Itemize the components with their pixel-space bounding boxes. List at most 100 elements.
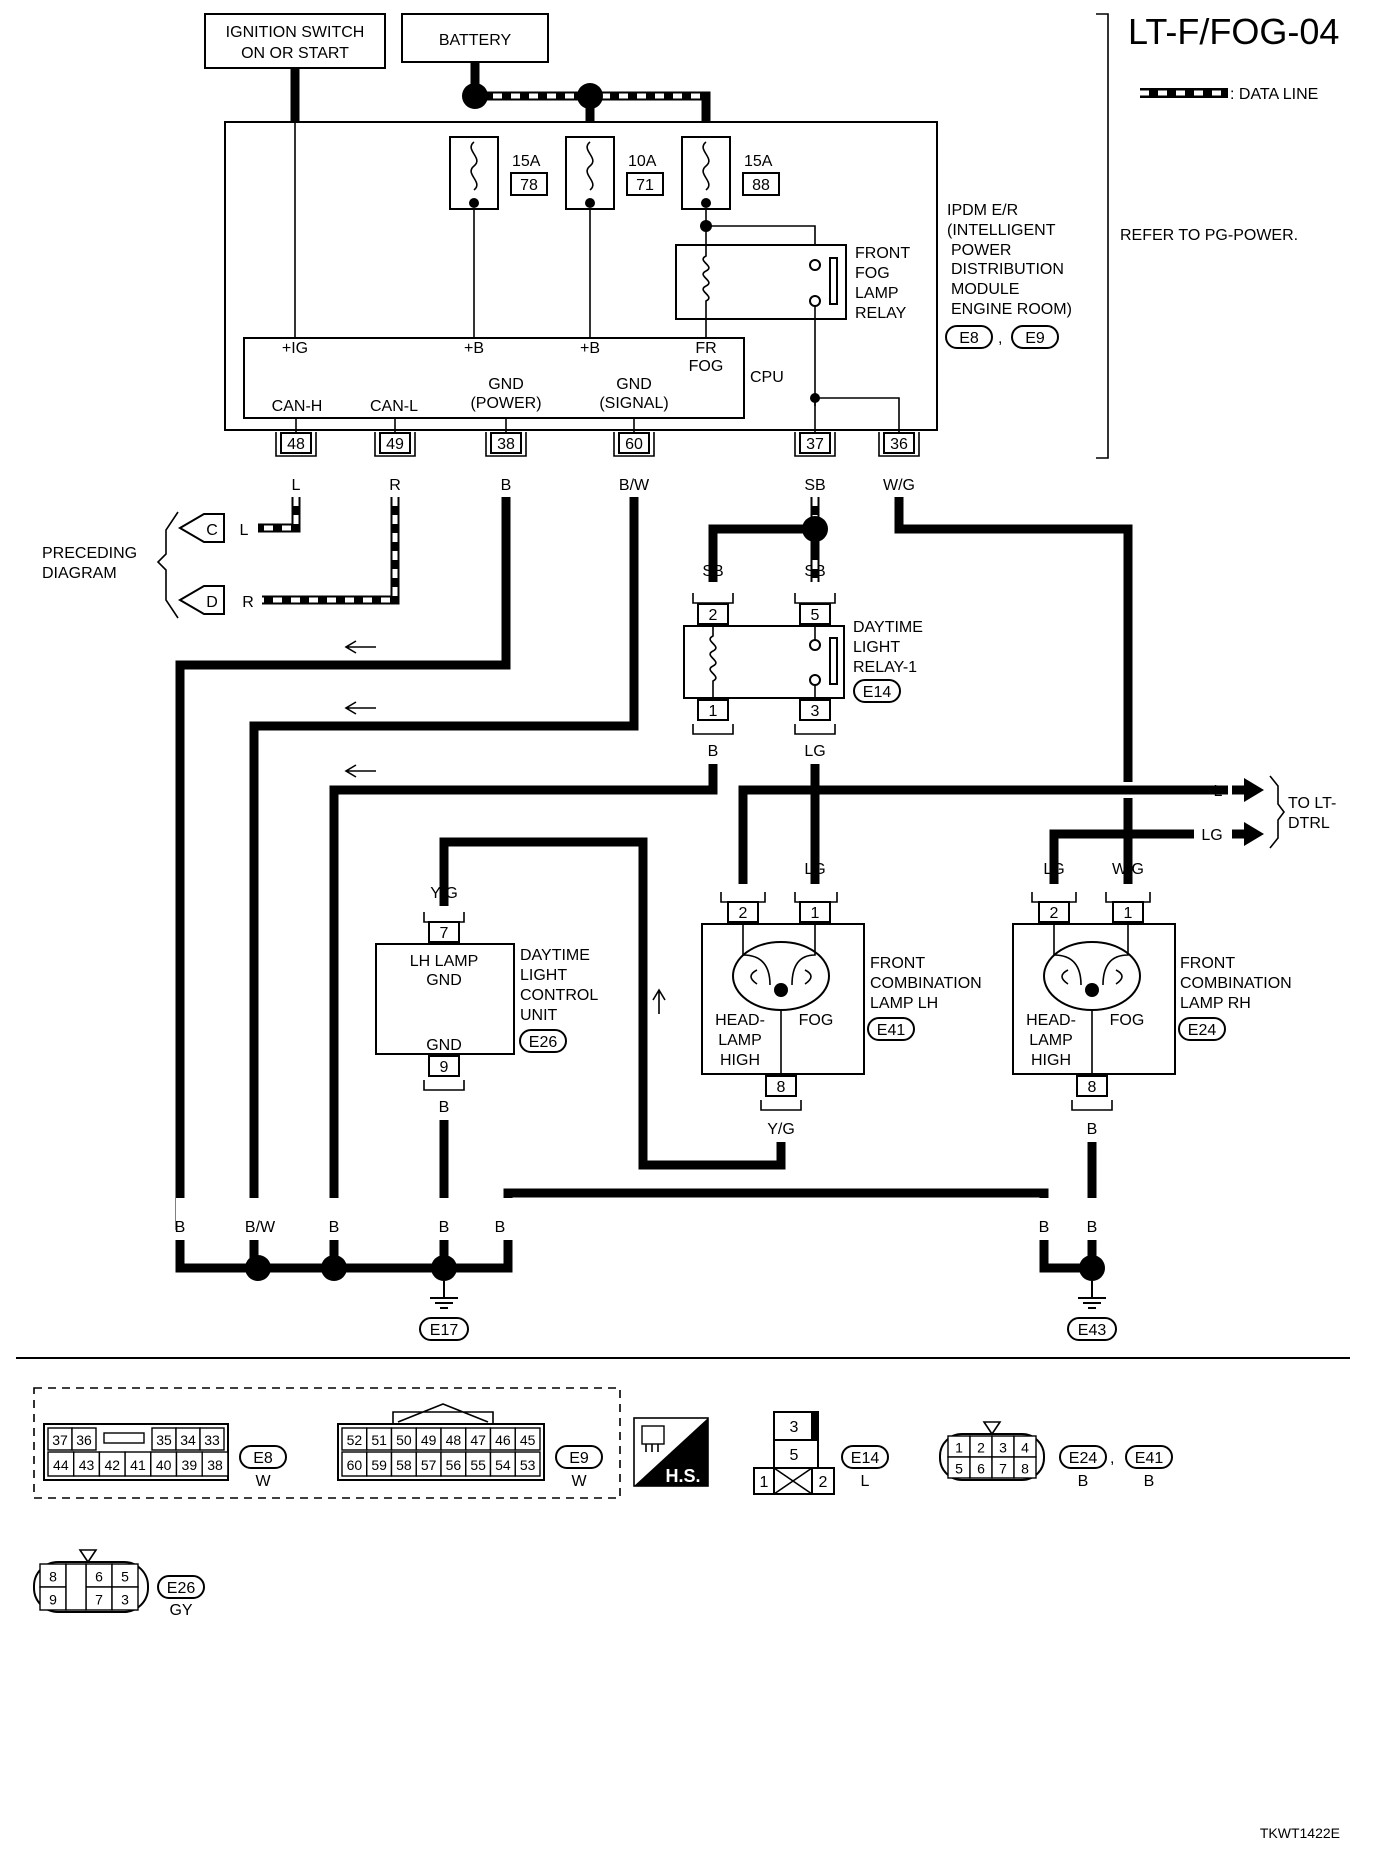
dlcu-inner-2: GND (426, 972, 462, 989)
ground-splice-1 (245, 1255, 271, 1281)
dlcu-label-3: CONTROL (520, 987, 598, 1004)
front-combination-lamp-rh: 2 1 HEAD- LAMP HIGH FOG 8 (1012, 892, 1176, 1111)
ipdm-pin-36: 36 (878, 432, 920, 457)
svg-text:1: 1 (709, 703, 718, 720)
ipdm-connector-group (33, 1387, 621, 1499)
connector-e26-color: GY (169, 1602, 192, 1619)
svg-text:3: 3 (790, 1419, 799, 1436)
svg-text:8: 8 (777, 1079, 786, 1096)
ground-e43-icon (1078, 1281, 1106, 1309)
connector-e9-pin: 59 (371, 1457, 387, 1473)
connector-e8-pin: 37 (52, 1432, 68, 1448)
lamp-lh-label-1: FRONT (870, 955, 925, 972)
wire-bw-60 (249, 497, 639, 1230)
lamp-rh-head-2: LAMP (1029, 1032, 1073, 1049)
to-lt-arrow-1 (1244, 778, 1264, 802)
wire-label-38: B (501, 477, 512, 494)
connector-e24-pin: 6 (977, 1461, 985, 1477)
fog-relay-label-4: RELAY (855, 305, 907, 322)
svg-text:37: 37 (806, 436, 824, 453)
lamp-rh-label-3: LAMP RH (1180, 995, 1251, 1012)
flow-arrow-4 (652, 988, 666, 1014)
wire-label-36: W/G (883, 477, 915, 494)
connector-e14-id: E14 (851, 1450, 880, 1467)
fog-relay-label-3: LAMP (855, 285, 899, 302)
cpu-ig: +IG (282, 340, 308, 357)
ipdm-label-3: POWER (951, 242, 1011, 259)
svg-text:1: 1 (760, 1474, 769, 1491)
wire-wg-36 (894, 497, 1133, 884)
gnd-label-b3-overlay: B (439, 1219, 450, 1236)
to-lt-lg-label: LG (1201, 827, 1222, 844)
connector-e24-color: B (1078, 1473, 1089, 1490)
data-line-legend: : DATA LINE (1140, 86, 1318, 103)
preceding-c-flag: C L (178, 513, 249, 543)
svg-text:5: 5 (811, 607, 820, 624)
wire-lg-rh (1049, 829, 1194, 884)
ground-bus-e17 (175, 1188, 1092, 1273)
connector-e9-pin: 52 (347, 1432, 363, 1448)
connector-e8-pin: 44 (53, 1457, 69, 1473)
ipdm-conn-e8: E8 (959, 330, 979, 347)
dlcu-label-4: UNIT (520, 1007, 558, 1024)
connector-e24-pin: 8 (1021, 1461, 1029, 1477)
fuse-88-amp: 15A (744, 153, 773, 170)
ignition-switch-box (204, 13, 386, 69)
lamp-lh-fog: FOG (799, 1012, 834, 1029)
ipdm-pin-60: 60 (613, 432, 655, 457)
ipdm-pin-37: 37 (794, 432, 836, 457)
lamp-rh-label-1: FRONT (1180, 955, 1235, 972)
lamp-rh-head-1: HEAD- (1026, 1012, 1076, 1029)
ipdm-label-2: (INTELLIGENT (947, 222, 1056, 239)
dtrl1-conn: E14 (863, 684, 892, 701)
connector-e8-id: E8 (253, 1450, 273, 1467)
connector-e24-id: E24 (1069, 1450, 1098, 1467)
lamp-lh-head-3: HIGH (720, 1052, 760, 1069)
dlcu-conn: E26 (529, 1034, 558, 1051)
dtrl1-label-3: RELAY-1 (853, 659, 917, 676)
data-line-legend-label: : DATA LINE (1230, 86, 1318, 103)
fuse-88: 15A 88 (681, 136, 780, 210)
dlcu-inner-gnd: GND (426, 1037, 462, 1054)
cpu-b2: +B (580, 340, 600, 357)
lamp-rh-head-3: HIGH (1031, 1052, 1071, 1069)
connector-e26-pin: 6 (95, 1569, 103, 1585)
connector-e9-pin: 58 (396, 1457, 412, 1473)
preceding-d-flag: D R (178, 585, 254, 615)
lamp-lh-label-3: LAMP LH (870, 995, 938, 1012)
ground-e43-label: E43 (1078, 1322, 1107, 1339)
fog-relay-label-1: FRONT (855, 245, 910, 262)
ignition-label-2: ON OR START (241, 45, 349, 62)
connector-e14: 3 5 1 2 (753, 1411, 835, 1495)
connector-e26-pin: 3 (121, 1592, 129, 1608)
svg-text:2: 2 (1050, 905, 1059, 922)
cpu-gnds-2: (SIGNAL) (599, 395, 668, 412)
svg-text:C: C (206, 522, 218, 539)
flow-arrow-3 (344, 764, 376, 778)
ipdm-label-6: ENGINE ROOM) (951, 301, 1072, 318)
wire-l-bus (738, 785, 1228, 884)
power-bracket (1096, 13, 1109, 459)
gnd-label-b4-overlay: B (495, 1219, 506, 1236)
to-lt-label-2: DTRL (1288, 815, 1330, 832)
fuse-71-num: 71 (636, 177, 654, 194)
connector-e41-id: E41 (1135, 1450, 1164, 1467)
svg-text:7: 7 (440, 925, 449, 942)
cpu-canl: CAN-L (370, 398, 418, 415)
lamp-rh-label-2: COMBINATION (1180, 975, 1292, 992)
connector-e26-pin: 9 (49, 1592, 57, 1608)
connector-e14-color: L (861, 1473, 870, 1490)
connector-e24-pin: 1 (955, 1440, 963, 1456)
ground-e17-label: E17 (430, 1322, 459, 1339)
lamp-lh-label-2: COMBINATION (870, 975, 982, 992)
cpu-b1: +B (464, 340, 484, 357)
connector-e8-pin: 42 (104, 1457, 120, 1473)
connector-e9-pin: 49 (421, 1432, 437, 1448)
connector-e9-pin: 57 (421, 1457, 437, 1473)
lamp-rh-fog: FOG (1110, 1012, 1145, 1029)
cpu-canh: CAN-H (272, 398, 323, 415)
preceding-label-2: DIAGRAM (42, 565, 117, 582)
connector-e8-pin: 40 (156, 1457, 172, 1473)
connector-e24-pin: 3 (999, 1440, 1007, 1456)
